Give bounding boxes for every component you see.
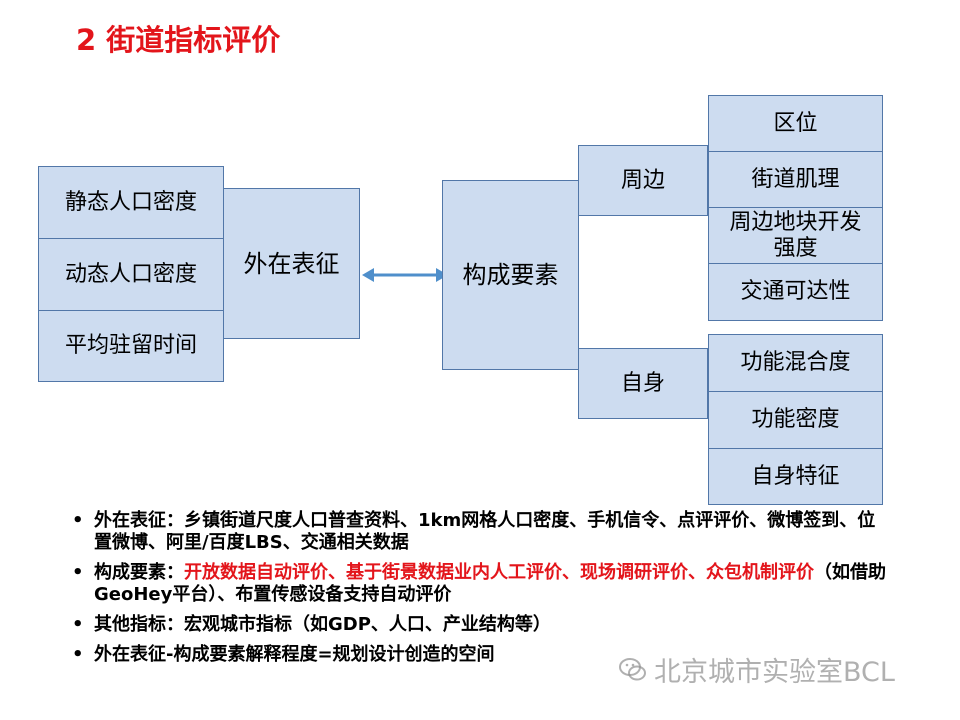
page-title: 2 街道指标评价 <box>76 23 281 57</box>
bullet-label: 外在表征： <box>94 510 184 531</box>
bullet-highlight: 开放数据自动评价、基于街景数据业内人工评价、现场调研评价、众包机制评价 <box>184 562 814 583</box>
bullet-icon: • <box>72 644 84 665</box>
bullet-label: 其他指标： <box>94 614 184 635</box>
box-traffic-accessibility: 交通可达性 <box>708 263 883 321</box>
bullet-components-methods: • 构成要素：开放数据自动评价、基于街景数据业内人工评价、现场调研评价、众包机制… <box>70 562 890 606</box>
watermark: 北京城市实验室BCL <box>618 650 895 689</box>
box-function-density: 功能密度 <box>708 391 883 449</box>
box-function-mix: 功能混合度 <box>708 334 883 392</box>
wechat-icon <box>619 657 646 680</box>
box-static-population-density: 静态人口密度 <box>38 166 224 239</box>
box-components: 构成要素 <box>442 180 579 370</box>
box-surroundings: 周边 <box>578 145 708 216</box>
watermark-text: 北京城市实验室BCL <box>654 657 895 688</box>
box-dynamic-population-density: 动态人口密度 <box>38 238 224 311</box>
bullet-text: 宏观城市指标（如GDP、人口、产业结构等） <box>184 614 551 635</box>
box-average-dwell-time: 平均驻留时间 <box>38 310 224 382</box>
bullet-outer-data: • 外在表征：乡镇街道尺度人口普查资料、1km网格人口密度、手机信令、点评评价、… <box>70 510 890 554</box>
box-self-features: 自身特征 <box>708 448 883 505</box>
bullet-icon: • <box>72 614 84 635</box>
bullet-text: 外在表征-构成要素解释程度=规划设计创造的空间 <box>94 644 495 665</box>
bullet-label: 构成要素： <box>94 562 184 583</box>
double-arrow-icon <box>362 268 448 282</box>
box-development-intensity: 周边地块开发强度 <box>708 207 883 264</box>
bullet-icon: • <box>72 562 84 583</box>
bullet-icon: • <box>72 510 84 531</box>
bullet-list: • 外在表征：乡镇街道尺度人口普查资料、1km网格人口密度、手机信令、点评评价、… <box>70 510 890 674</box>
bullet-text: 乡镇街道尺度人口普查资料、1km网格人口密度、手机信令、点评评价、微博签到、位置… <box>94 510 876 553</box>
box-street-texture: 街道肌理 <box>708 151 883 208</box>
bullet-explanation: • 外在表征-构成要素解释程度=规划设计创造的空间 <box>70 644 890 666</box>
box-location: 区位 <box>708 95 883 152</box>
bullet-text: （如借助GeoHey平台）、布置传感设备支持自动评价 <box>94 562 886 605</box>
box-outer-characterization: 外在表征 <box>223 188 360 339</box>
box-self: 自身 <box>578 348 708 419</box>
bullet-other-indicators: • 其他指标：宏观城市指标（如GDP、人口、产业结构等） <box>70 614 890 636</box>
